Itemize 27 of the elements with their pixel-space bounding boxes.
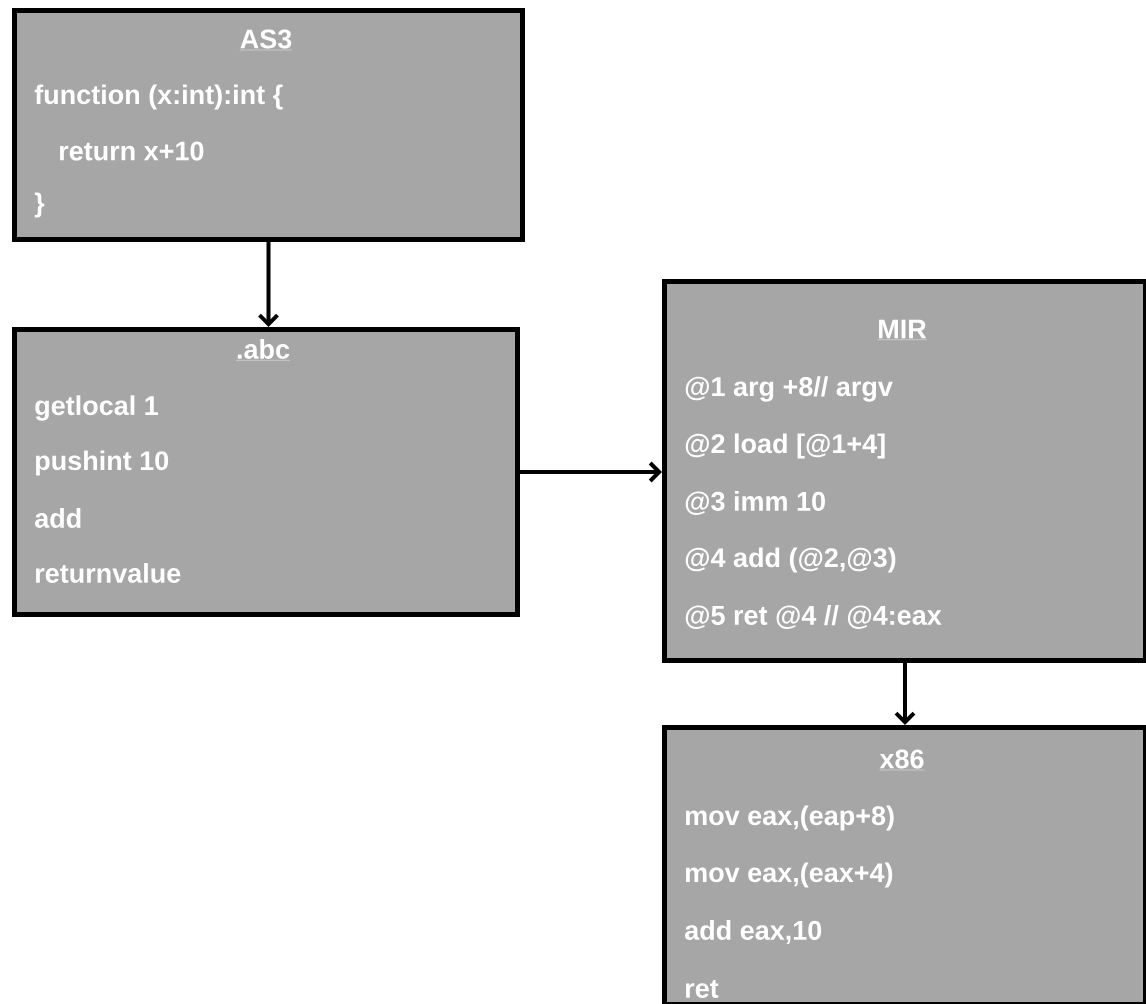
code-box [662, 279, 1146, 663]
code-line: @4 add (@2,@3) [685, 547, 896, 573]
code-line: @5 ret @4 // @4:eax [685, 605, 942, 629]
box-heading: .abc [235, 339, 291, 361]
code-line: } [34, 192, 45, 218]
box-heading: MIR [877, 319, 927, 340]
box-heading: x86 [879, 749, 925, 771]
box-heading: AS3 [239, 29, 293, 51]
arrow [520, 461, 662, 483]
code-line: @2 load [@1+4] [685, 433, 885, 459]
code-line: add [35, 508, 81, 528]
code-line: mov eax,(eax+4) [686, 862, 893, 888]
code-line: @1 arg +8// argv [685, 376, 893, 402]
code-line: add eax,10 [685, 920, 822, 944]
arrow [894, 663, 916, 725]
code-line: ret [686, 980, 719, 998]
code-box [12, 327, 520, 617]
code-line: @3 imm 10 [685, 491, 825, 515]
code-line: return x+10 [60, 141, 204, 161]
code-box [12, 8, 525, 242]
arrow [258, 242, 279, 327]
code-line: getlocal 1 [35, 395, 158, 421]
code-line: returnvalue [36, 563, 181, 583]
code-line: pushint 10 [36, 450, 169, 476]
code-line: mov eax,(eap+8) [686, 805, 894, 831]
code-line: function (x:int):int { [34, 84, 283, 110]
code-box [662, 725, 1146, 1004]
